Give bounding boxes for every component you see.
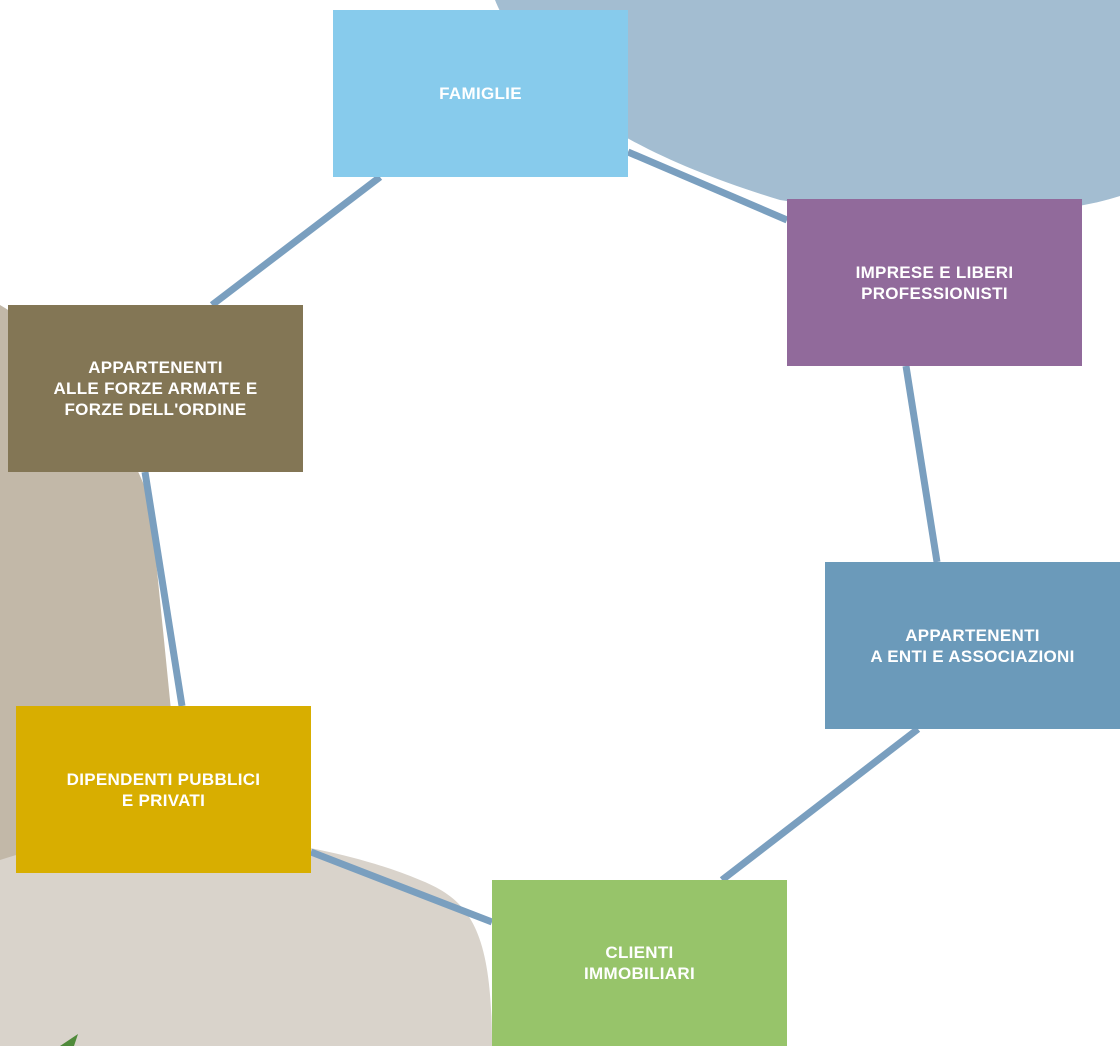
connector-immobiliari-dipendenti: [309, 848, 494, 926]
node-famiglie: FAMIGLIE: [333, 10, 628, 177]
connector-famiglie-imprese: [626, 148, 789, 224]
connectors: [141, 148, 941, 926]
connector-dipendenti-forze: [141, 471, 186, 707]
stone-blob: [0, 835, 492, 1046]
node-imprese-liberi-professionisti: IMPRESE E LIBERI PROFESSIONISTI: [787, 199, 1082, 366]
leaf-accent: [60, 1034, 78, 1046]
node-forze-label: APPARTENENTI ALLE FORZE ARMATE E FORZE D…: [53, 358, 258, 419]
blue-blob: [495, 0, 1120, 215]
connector-imprese-enti: [902, 365, 941, 563]
node-immobiliari-label: CLIENTI IMMOBILIARI: [584, 943, 695, 983]
node-forze-armate-ordine: APPARTENENTI ALLE FORZE ARMATE E FORZE D…: [8, 305, 303, 472]
node-dipendenti-label: DIPENDENTI PUBBLICI E PRIVATI: [66, 769, 261, 810]
node-dipendenti-pubblici-privati: DIPENDENTI PUBBLICI E PRIVATI: [16, 706, 311, 873]
node-enti-label: APPARTENENTI A ENTI E ASSOCIAZIONI: [870, 625, 1075, 666]
node-famiglie-label: FAMIGLIE: [439, 84, 522, 103]
node-clienti-immobiliari: CLIENTI IMMOBILIARI: [492, 880, 787, 1046]
node-imprese-label: IMPRESE E LIBERI PROFESSIONISTI: [855, 262, 1014, 303]
connector-forze-famiglie: [209, 174, 383, 308]
node-enti-associazioni: APPARTENENTI A ENTI E ASSOCIAZIONI: [825, 562, 1120, 729]
connector-enti-immobiliari: [719, 726, 921, 883]
